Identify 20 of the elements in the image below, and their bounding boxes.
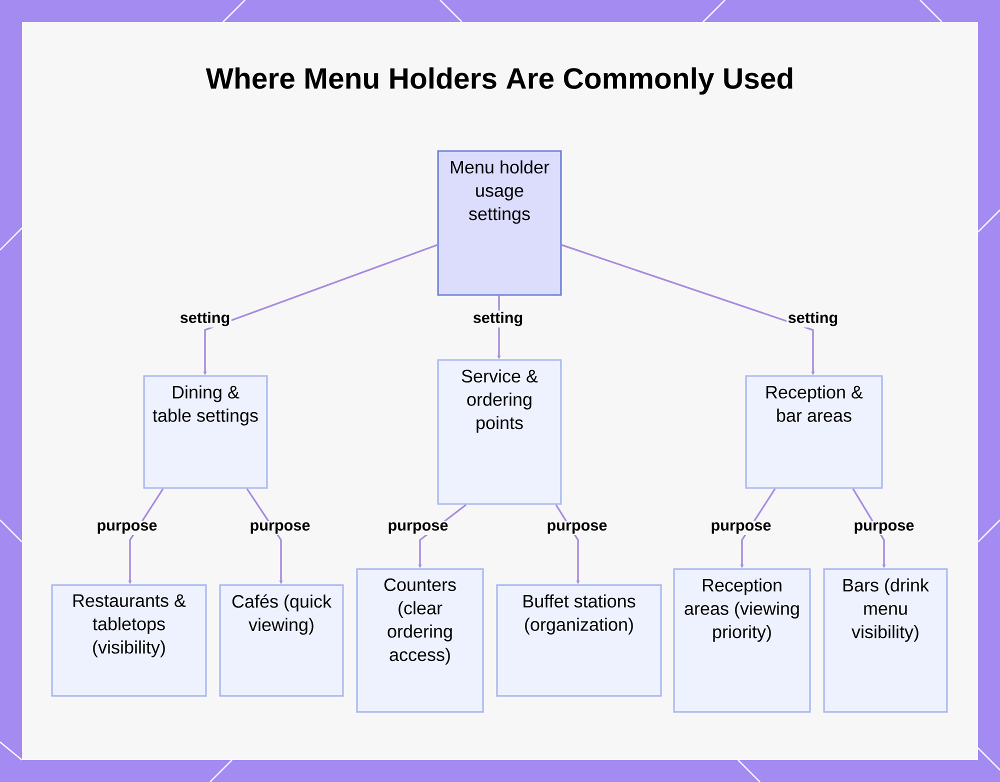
edge-label: purpose [95, 520, 159, 536]
edge-label: purpose [386, 520, 450, 536]
edge-label: setting [786, 310, 840, 328]
edge-label: setting [178, 310, 232, 328]
edge-label: setting [472, 310, 524, 328]
process-box: Counters (clear ordering access) [356, 568, 484, 713]
process-box: Reception & bar areas [745, 375, 883, 489]
process-box: Bars (drink menu visibility) [823, 568, 948, 713]
edge-label: purpose [709, 520, 773, 536]
edge-label: purpose [852, 520, 916, 536]
title: Where Menu Holders Are Commonly Used [206, 67, 792, 95]
process-box: Buffet stations (organization) [496, 584, 662, 697]
edge-label: purpose [545, 520, 609, 536]
process-box: Service & ordering points [437, 359, 562, 505]
process-box: Cafés (quick viewing) [219, 584, 344, 697]
process-box: Dining & table settings [143, 375, 268, 489]
process-box: Reception areas (viewing priority) [673, 568, 811, 713]
process-box: Menu holder usage settings [437, 150, 562, 296]
process-box: Restaurants & tabletops (visibility) [51, 584, 207, 697]
edge-label: purpose [248, 520, 312, 536]
